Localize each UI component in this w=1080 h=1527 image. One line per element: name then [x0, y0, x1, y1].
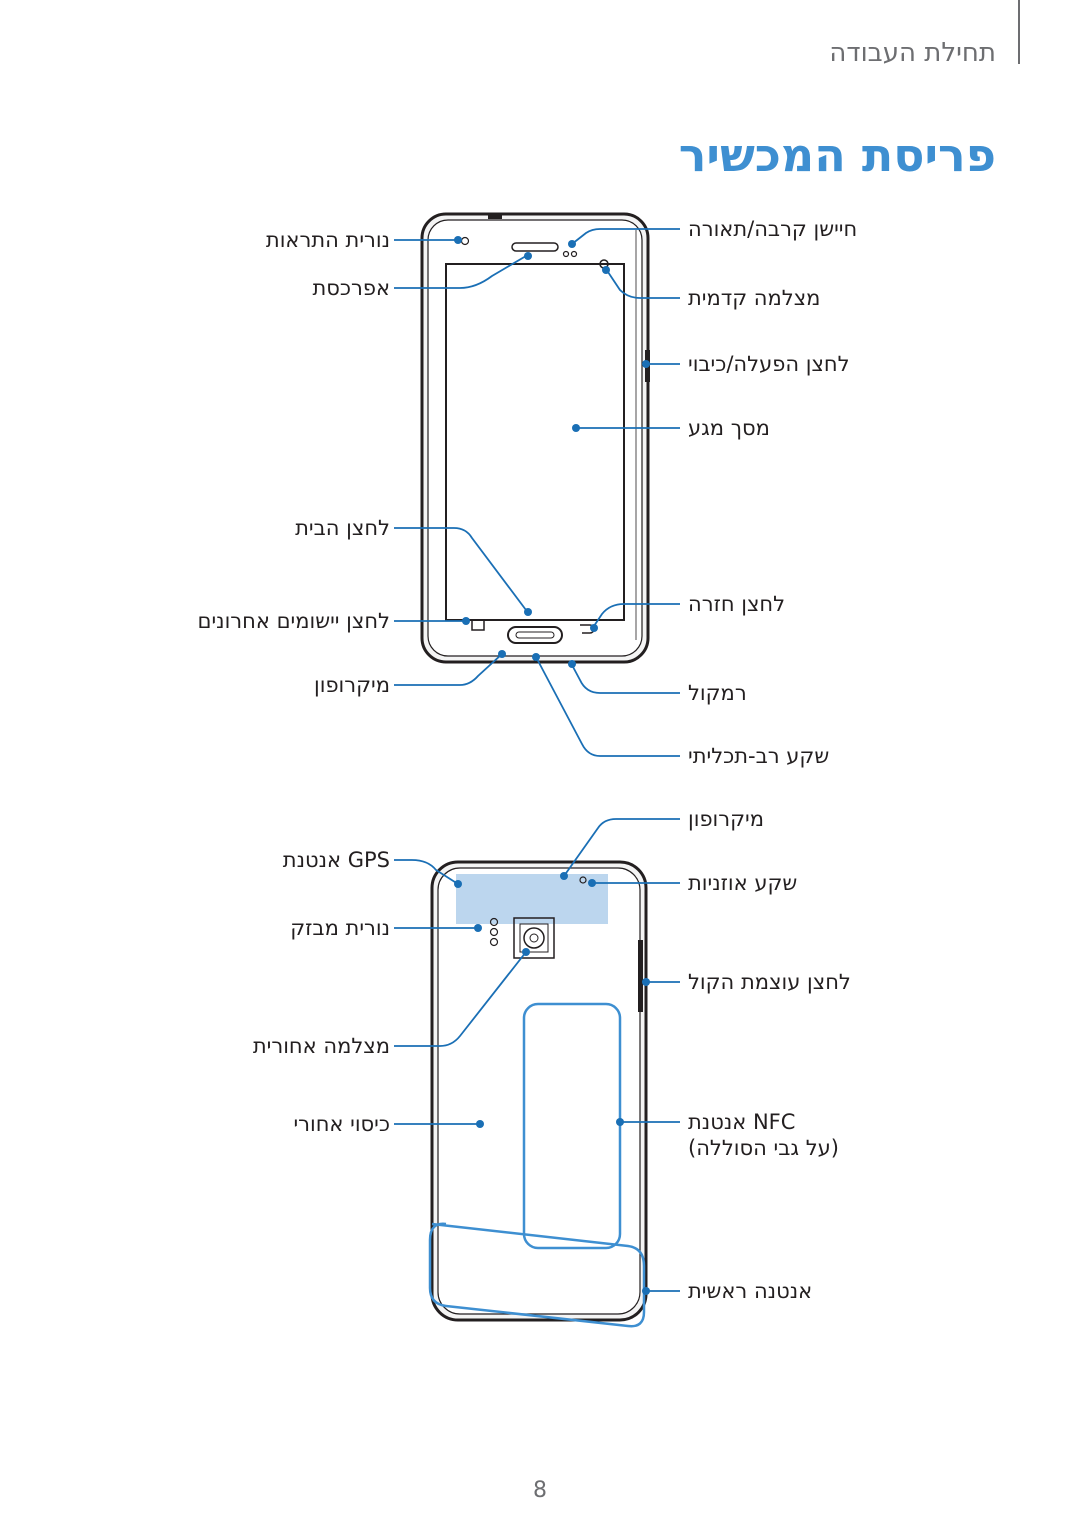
label-rear-microphone: מיקרופון — [688, 807, 764, 831]
label-touchscreen: מסך מגע — [688, 416, 770, 440]
label-multipurpose-jack: שקע רב-תכליתי — [688, 744, 830, 768]
label-rear-camera: מצלמה אחורית — [252, 1034, 390, 1058]
label-gps-antenna: GPS אנטנת — [282, 848, 390, 872]
label-main-antenna: אנטנה ראשית — [688, 1279, 813, 1303]
label-notification-light: נורית התראות — [265, 228, 390, 252]
label-nfc-antenna-note: (על גבי הסוללה) — [688, 1136, 839, 1160]
section-title: תחילת העבודה — [829, 38, 996, 68]
label-front-microphone: מיקרופון — [314, 673, 390, 697]
label-back-cover: כיסוי אחורי — [293, 1112, 390, 1136]
page-number: 8 — [533, 1478, 547, 1503]
front-phone-illustration — [420, 212, 650, 664]
label-home-button: לחצן הבית — [295, 516, 390, 540]
label-volume-button: לחצן עוצמת הקול — [688, 970, 851, 994]
label-recent-apps-button: לחצן יישומים אחרונים — [197, 609, 390, 633]
callout-dots — [454, 236, 650, 1295]
label-nfc-antenna: NFC אנטנת — [688, 1110, 796, 1134]
label-front-camera: מצלמה קדמית — [688, 286, 821, 310]
label-power-button: לחצן הפעלה/כיבוי — [688, 352, 850, 376]
label-flash: נורית מבזק — [290, 916, 390, 940]
label-earpiece: אפרכסת — [312, 276, 390, 300]
label-proximity-sensor: חיישן קרבה/תאורה — [688, 217, 858, 241]
label-back-button: לחצן חזרה — [688, 592, 786, 616]
page-title: פריסת המכשיר — [678, 128, 996, 182]
header-divider — [1018, 0, 1020, 64]
rear-phone-illustration — [428, 860, 648, 1328]
label-headset-jack: שקע אוזניות — [688, 871, 798, 895]
label-speaker: רמקול — [688, 681, 747, 705]
callout-lines — [394, 228, 680, 1292]
